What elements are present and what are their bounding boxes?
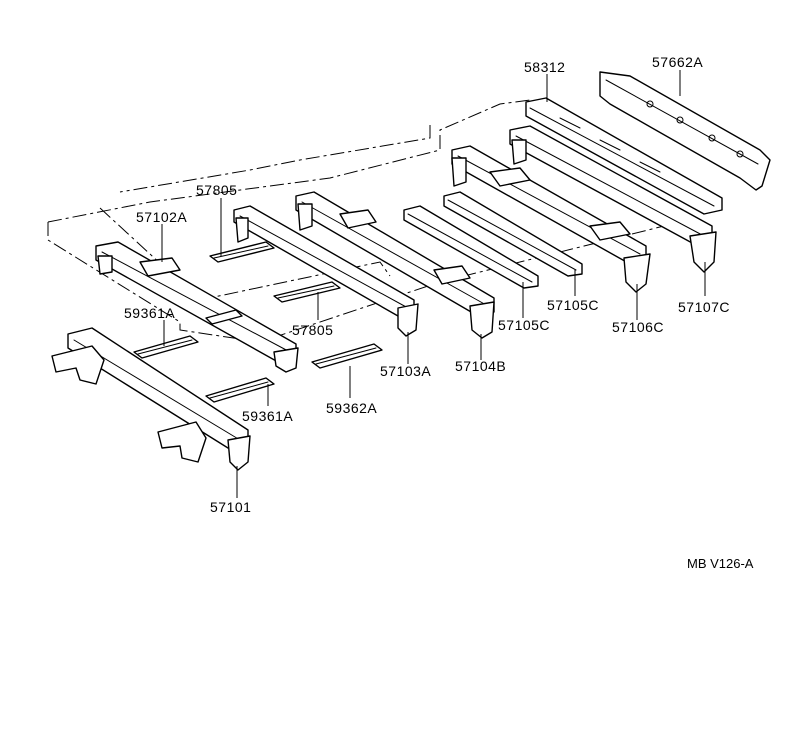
label-59361A-left: 59361A <box>124 305 175 321</box>
part-57104B <box>295 191 495 339</box>
diagram-code: MB V126-A <box>687 556 754 571</box>
part-57662A <box>599 71 771 191</box>
part-57106C <box>451 145 651 293</box>
label-57107C: 57107C <box>678 299 730 315</box>
label-57805-mid: 57805 <box>292 322 333 338</box>
label-57106C: 57106C <box>612 319 664 335</box>
label-59362A: 59362A <box>326 400 377 416</box>
label-57103A: 57103A <box>380 363 431 379</box>
label-57102A: 57102A <box>136 209 187 225</box>
part-57805-mid <box>273 281 341 303</box>
label-57105C-left: 57105C <box>498 317 550 333</box>
label-57805-top: 57805 <box>196 182 237 198</box>
part-57105C-right <box>443 191 583 277</box>
part-59362A <box>311 343 383 369</box>
part-plate-small <box>205 309 243 325</box>
label-57105C-right: 57105C <box>547 297 599 313</box>
part-59361A-bottom <box>205 377 275 403</box>
part-58312 <box>525 97 723 215</box>
part-57805-top <box>209 241 275 263</box>
label-57104B: 57104B <box>455 358 506 374</box>
part-57102A <box>95 241 299 373</box>
label-58312: 58312 <box>524 59 565 75</box>
label-59361A-bottom: 59361A <box>242 408 293 424</box>
part-57107C <box>509 125 717 273</box>
part-57101 <box>51 327 251 471</box>
label-57101: 57101 <box>210 499 251 515</box>
part-57103A <box>233 205 419 337</box>
part-57105C-left <box>403 205 539 289</box>
part-59361A-left <box>133 335 199 359</box>
label-57662A: 57662A <box>652 54 703 70</box>
leader-lines <box>161 70 706 498</box>
